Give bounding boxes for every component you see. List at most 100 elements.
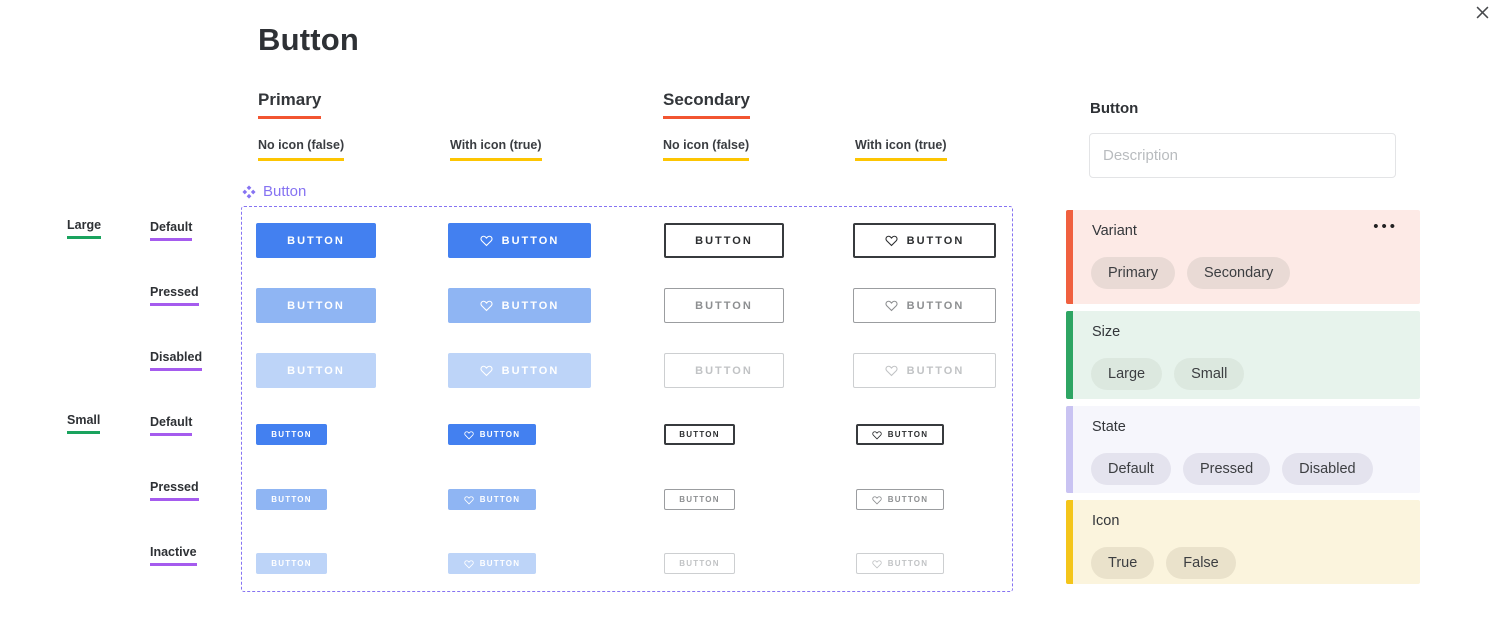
icon-accent-bar — [1066, 500, 1073, 584]
property-card-icon: Icon True False — [1066, 500, 1420, 584]
more-options-icon[interactable]: ••• — [1373, 218, 1398, 235]
size-accent-bar — [1066, 311, 1073, 399]
chip-state-default[interactable]: Default — [1091, 453, 1171, 485]
page-title: Button — [258, 22, 360, 57]
preview-secondary-large-default-icon[interactable]: BUTTON — [853, 223, 996, 258]
button-label: BUTTON — [287, 299, 345, 312]
button-label: BUTTON — [479, 495, 521, 504]
chip-state-pressed[interactable]: Pressed — [1182, 453, 1271, 485]
heart-icon — [464, 495, 474, 504]
close-icon[interactable] — [1473, 3, 1491, 21]
variant-accent-bar — [1066, 210, 1073, 304]
heart-icon — [885, 365, 898, 377]
subheader-secondary-with-icon: With icon (true) — [855, 138, 947, 161]
heart-icon — [885, 235, 898, 247]
button-label: BUTTON — [906, 234, 965, 247]
row-group-large: Large — [67, 218, 102, 239]
preview-primary-large-default[interactable]: BUTTON — [256, 223, 376, 258]
figma-component-icon — [242, 184, 256, 199]
subheader-primary-no-icon: No icon (false) — [258, 138, 345, 161]
heart-icon — [464, 559, 474, 568]
chip-size-large[interactable]: Large — [1091, 358, 1163, 390]
property-name: Size — [1092, 324, 1121, 340]
property-card-state: State Default Pressed Disabled — [1066, 406, 1420, 493]
button-label: BUTTON — [887, 559, 929, 568]
button-label: BUTTON — [906, 364, 965, 377]
button-label: BUTTON — [501, 364, 560, 377]
heart-icon — [885, 300, 898, 312]
preview-secondary-small-inactive-icon[interactable]: BUTTON — [856, 553, 944, 574]
preview-primary-small-inactive[interactable]: BUTTON — [256, 553, 327, 574]
preview-secondary-large-disabled-icon[interactable]: BUTTON — [853, 353, 996, 388]
preview-secondary-small-default[interactable]: BUTTON — [664, 424, 735, 445]
row-label-small-default: Default — [150, 415, 193, 436]
button-label: BUTTON — [501, 299, 560, 312]
preview-secondary-large-pressed[interactable]: BUTTON — [664, 288, 784, 323]
chip-icon-false[interactable]: False — [1166, 547, 1236, 579]
preview-primary-large-default-icon[interactable]: BUTTON — [448, 223, 591, 258]
chip-variant-primary[interactable]: Primary — [1091, 257, 1175, 289]
preview-secondary-small-pressed-icon[interactable]: BUTTON — [856, 489, 944, 510]
heart-icon — [480, 300, 493, 312]
button-label: BUTTON — [906, 299, 965, 312]
heart-icon — [480, 365, 493, 377]
component-name[interactable]: Button — [242, 183, 306, 200]
heart-icon — [872, 495, 882, 504]
heart-icon — [872, 430, 882, 439]
subheader-secondary-no-icon: No icon (false) — [663, 138, 750, 161]
preview-primary-large-pressed-icon[interactable]: BUTTON — [448, 288, 591, 323]
preview-primary-large-disabled-icon[interactable]: BUTTON — [448, 353, 591, 388]
column-header-secondary: Secondary — [663, 90, 750, 119]
preview-secondary-large-pressed-icon[interactable]: BUTTON — [853, 288, 996, 323]
button-label: BUTTON — [479, 430, 521, 439]
button-label: BUTTON — [271, 430, 312, 439]
column-header-primary: Primary — [258, 90, 322, 119]
preview-secondary-small-inactive[interactable]: BUTTON — [664, 553, 735, 574]
button-label: BUTTON — [695, 234, 753, 247]
chip-size-small[interactable]: Small — [1174, 358, 1245, 390]
button-label: BUTTON — [679, 430, 720, 439]
button-label: BUTTON — [287, 234, 345, 247]
description-input[interactable] — [1089, 133, 1396, 178]
chip-state-disabled[interactable]: Disabled — [1282, 453, 1373, 485]
component-name-label: Button — [263, 183, 307, 200]
chip-icon-true[interactable]: True — [1091, 547, 1155, 579]
property-card-variant: Variant ••• Primary Secondary — [1066, 210, 1420, 304]
row-label-large-default: Default — [150, 220, 193, 241]
preview-secondary-small-default-icon[interactable]: BUTTON — [856, 424, 944, 445]
inspector-title: Button — [1090, 100, 1139, 117]
preview-primary-small-default[interactable]: BUTTON — [256, 424, 327, 445]
property-name: Icon — [1092, 513, 1120, 529]
heart-icon — [480, 235, 493, 247]
preview-primary-large-pressed[interactable]: BUTTON — [256, 288, 376, 323]
button-label: BUTTON — [695, 299, 753, 312]
preview-secondary-large-default[interactable]: BUTTON — [664, 223, 784, 258]
preview-primary-small-inactive-icon[interactable]: BUTTON — [448, 553, 536, 574]
heart-icon — [464, 430, 474, 439]
subheader-primary-with-icon: With icon (true) — [450, 138, 542, 161]
button-label: BUTTON — [679, 495, 720, 504]
preview-primary-small-default-icon[interactable]: BUTTON — [448, 424, 536, 445]
row-label-small-pressed: Pressed — [150, 480, 199, 501]
button-label: BUTTON — [271, 495, 312, 504]
row-group-small: Small — [67, 413, 101, 434]
button-label: BUTTON — [271, 559, 312, 568]
button-label: BUTTON — [679, 559, 720, 568]
state-accent-bar — [1066, 406, 1073, 493]
property-name: State — [1092, 419, 1126, 435]
preview-primary-large-disabled[interactable]: BUTTON — [256, 353, 376, 388]
button-label: BUTTON — [887, 495, 929, 504]
button-label: BUTTON — [287, 364, 345, 377]
button-label: BUTTON — [501, 234, 560, 247]
preview-secondary-small-pressed[interactable]: BUTTON — [664, 489, 735, 510]
property-name: Variant — [1092, 223, 1137, 239]
button-label: BUTTON — [479, 559, 521, 568]
preview-secondary-large-disabled[interactable]: BUTTON — [664, 353, 784, 388]
preview-primary-small-pressed[interactable]: BUTTON — [256, 489, 327, 510]
component-frame[interactable] — [241, 206, 1013, 592]
button-label: BUTTON — [887, 430, 929, 439]
button-label: BUTTON — [695, 364, 753, 377]
preview-primary-small-pressed-icon[interactable]: BUTTON — [448, 489, 536, 510]
chip-variant-secondary[interactable]: Secondary — [1186, 257, 1291, 289]
